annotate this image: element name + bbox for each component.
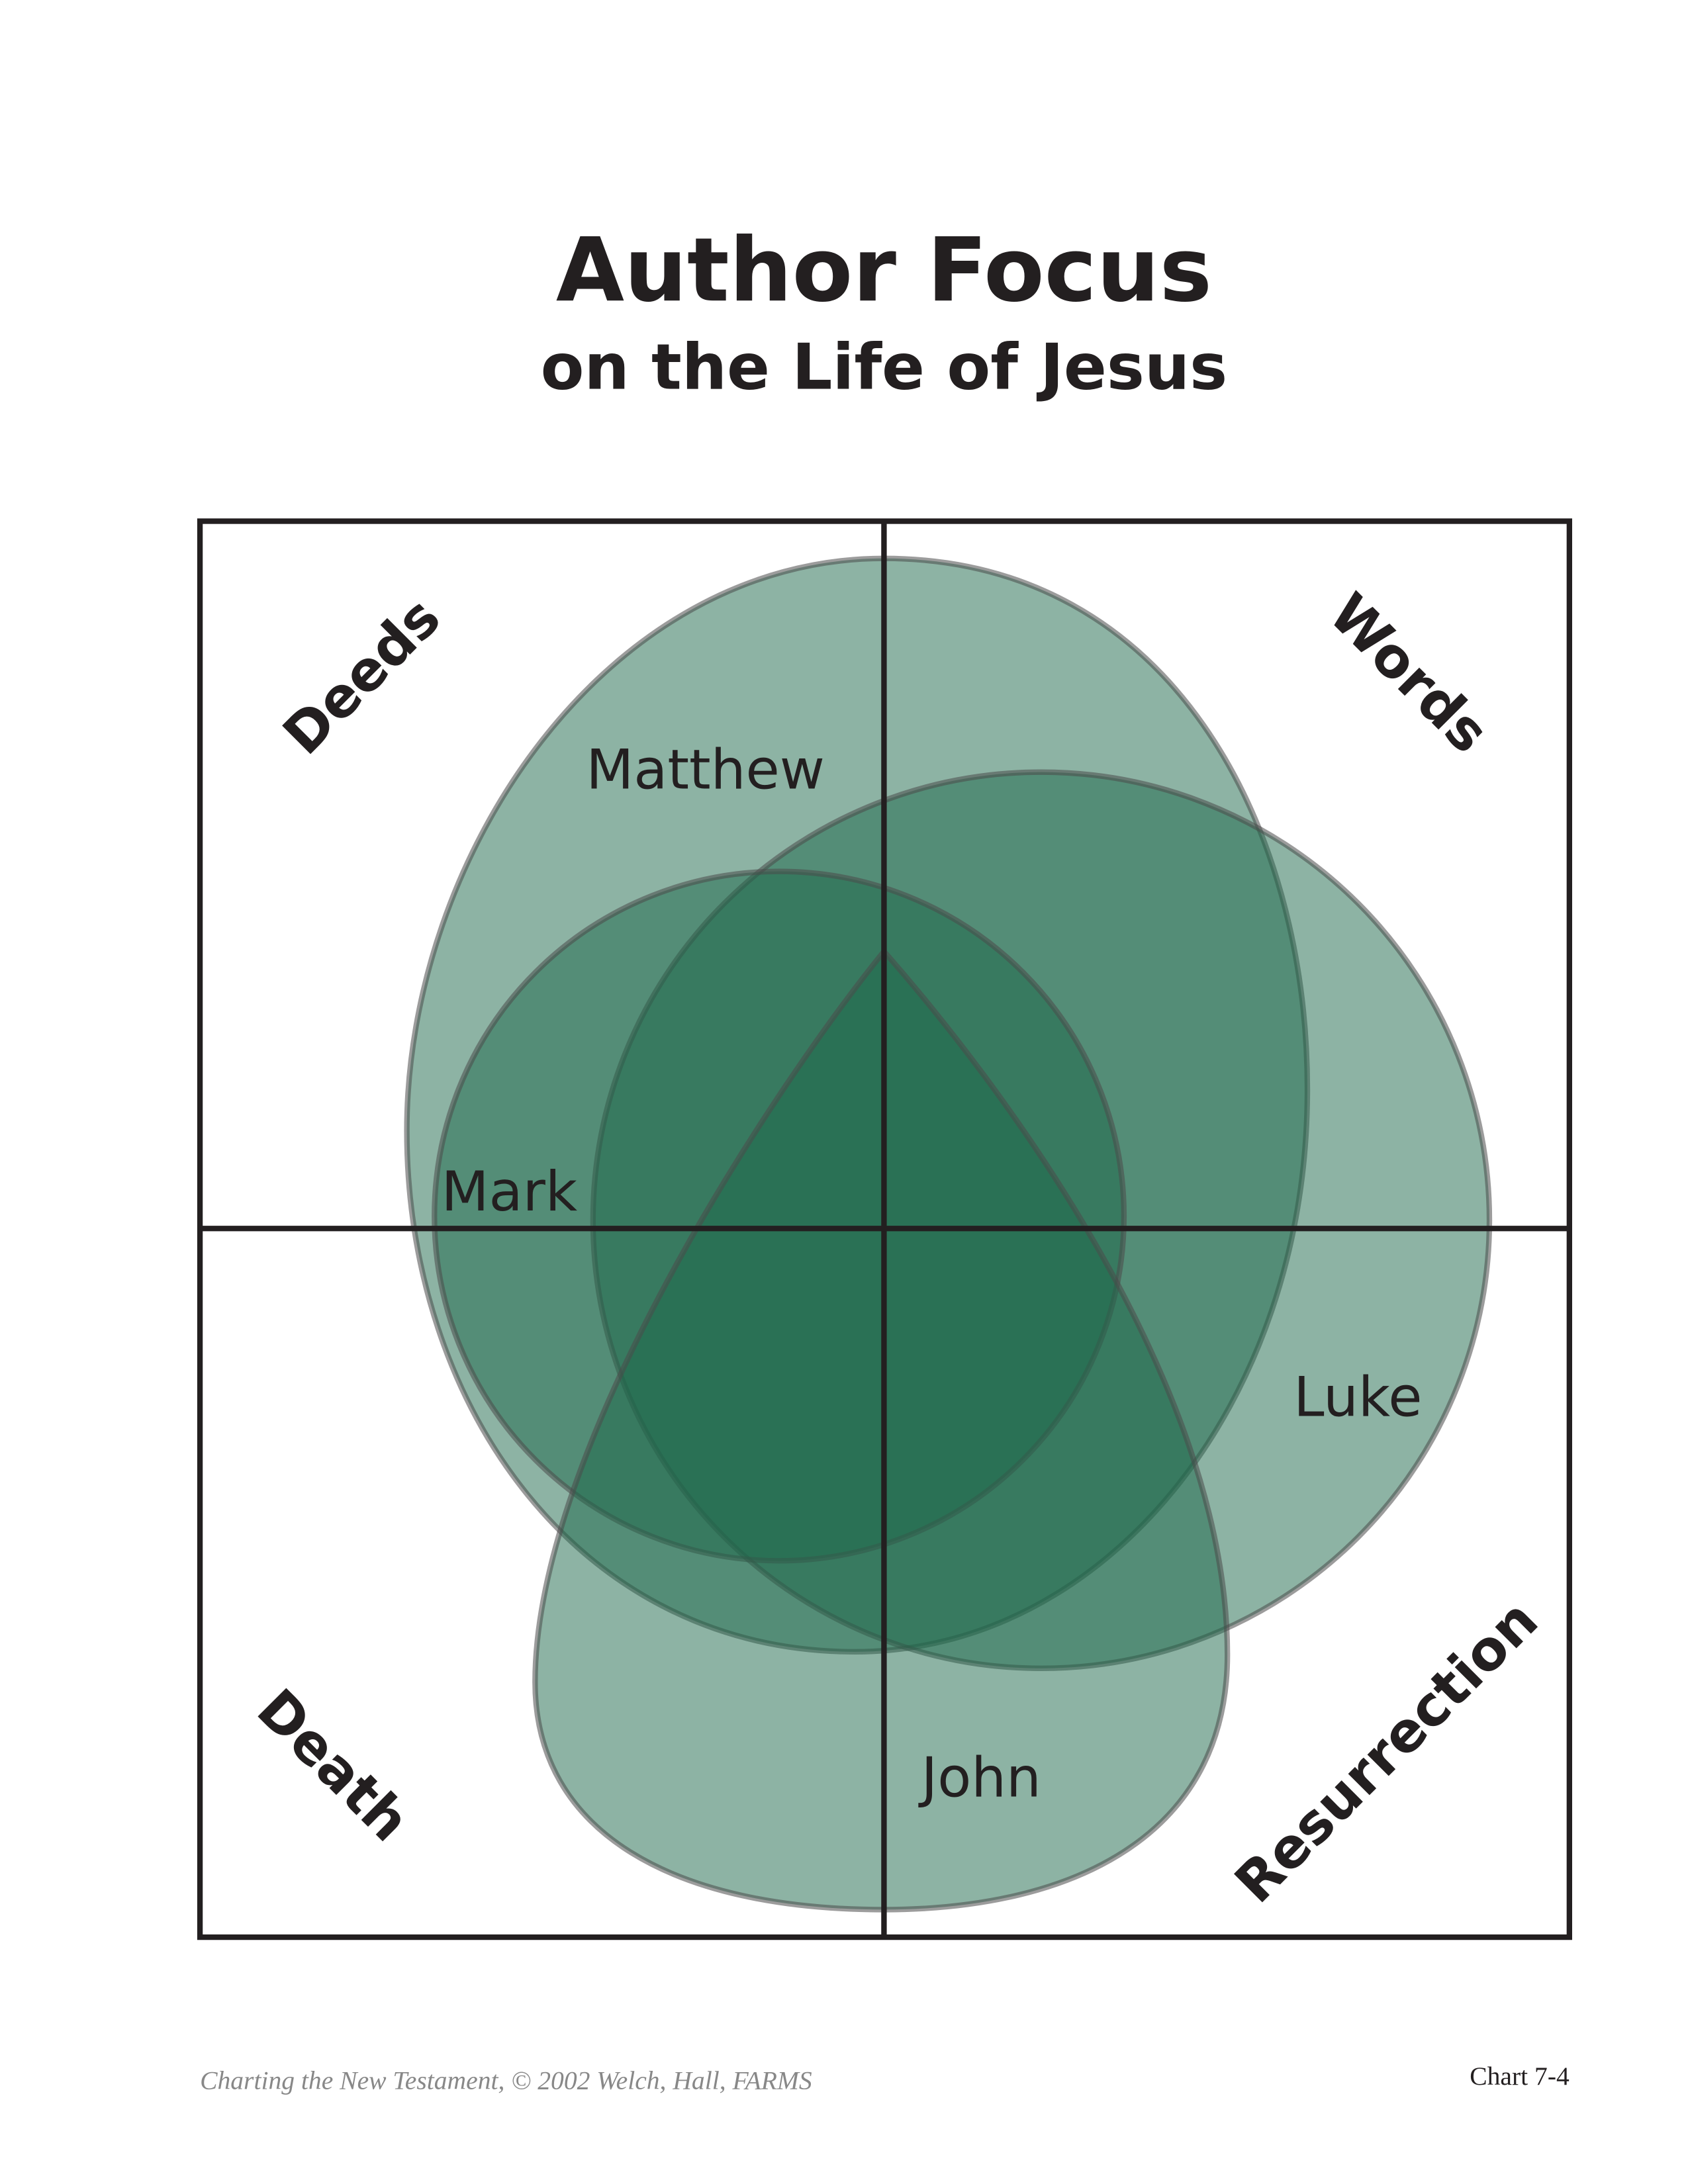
quadrant-label-deeds: Deeds [271, 585, 453, 767]
quadrant-label-death: Death [245, 1677, 422, 1854]
author-label-mark: Mark [442, 1160, 578, 1224]
author-label-luke: Luke [1293, 1365, 1422, 1430]
page-title: Author Focus [556, 219, 1212, 322]
quadrant-grid [197, 518, 1572, 1940]
footer-chart-number: Chart 7-4 [1470, 2062, 1570, 2091]
page-subtitle: on the Life of Jesus [541, 330, 1228, 404]
venn-shapes [404, 555, 1493, 1913]
footer-source: Charting the New Testament, © 2002 Welch… [200, 2066, 812, 2095]
author-label-matthew: Matthew [586, 738, 825, 802]
quadrant-label-words: Words [1317, 581, 1501, 765]
quadrant-label-resurrection: Resurrection [1223, 1588, 1550, 1915]
author-label-john: John [918, 1746, 1041, 1810]
